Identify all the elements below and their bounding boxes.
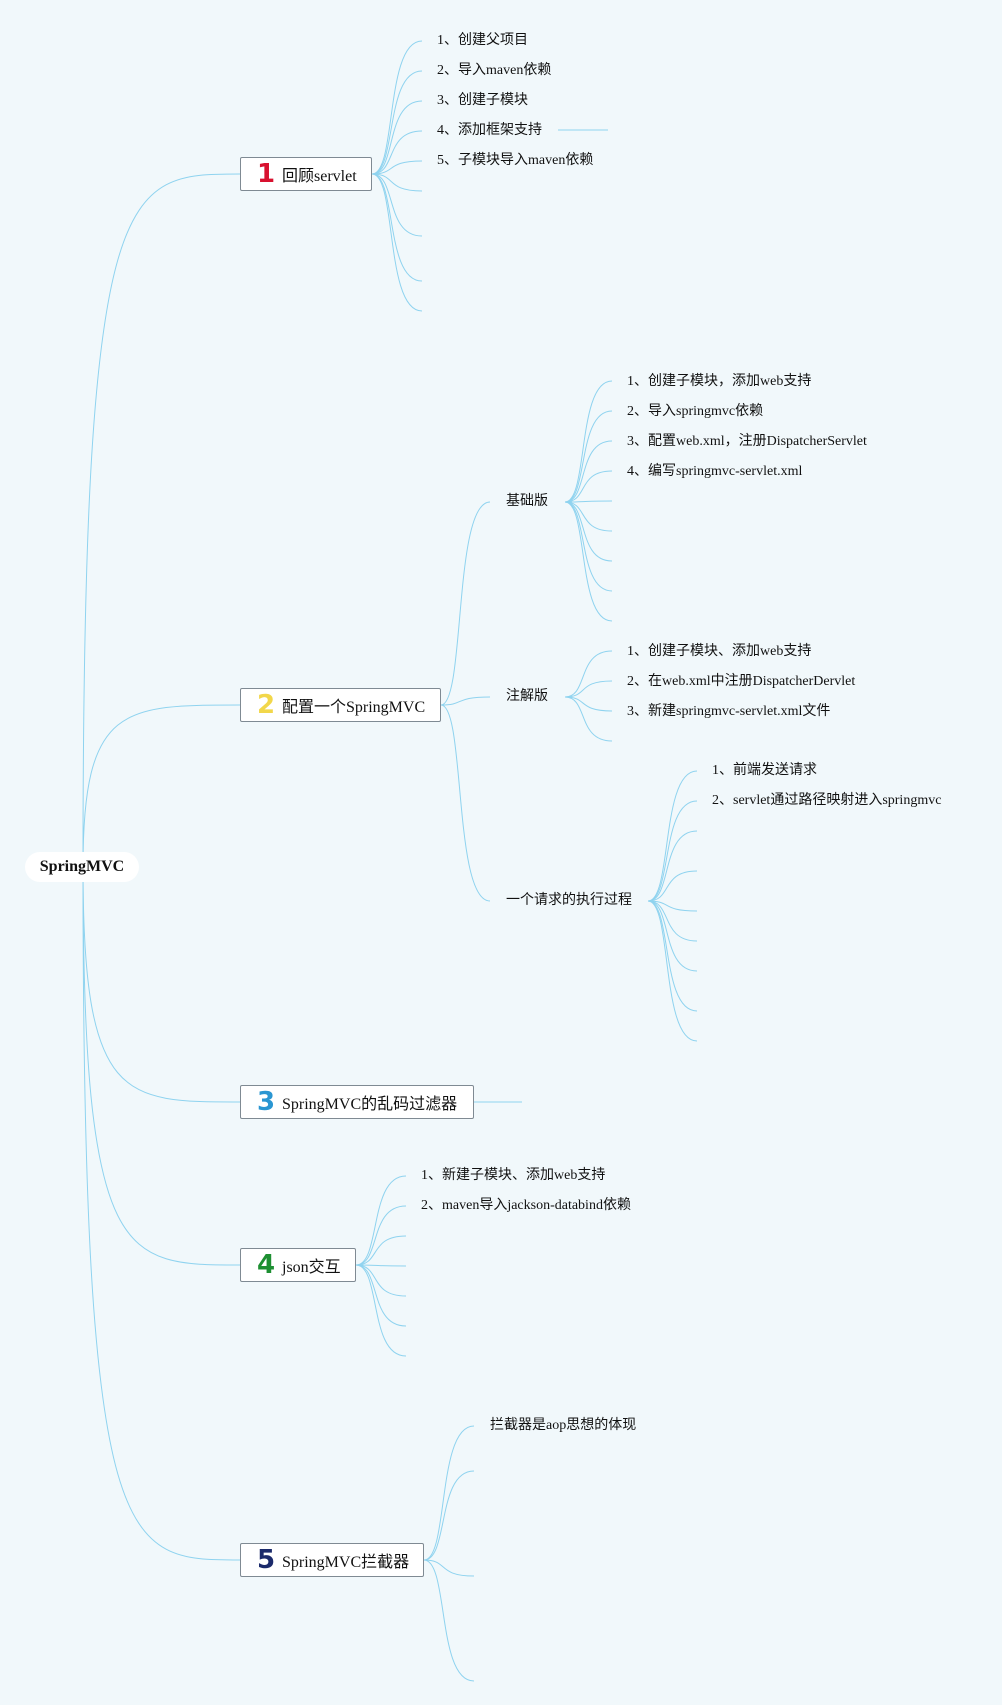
branch-4-connector xyxy=(355,1205,407,1266)
basic-connector xyxy=(564,501,613,592)
branch-4-connector xyxy=(355,1175,407,1266)
root-node[interactable]: SpringMVC xyxy=(25,852,139,882)
basic-item-4[interactable]: 4、编写springmvc-servlet.xml xyxy=(627,464,803,479)
request-flow-connector xyxy=(647,770,698,902)
branch-1-connector xyxy=(371,173,423,312)
request-flow-item-2[interactable]: 2、servlet通过路径映射进入springmvc xyxy=(712,793,942,808)
annotation-item-3[interactable]: 3、新建springmvc-servlet.xml文件 xyxy=(627,704,831,719)
request-flow-connector xyxy=(647,900,698,972)
annotation-connector xyxy=(564,696,613,742)
branch-1-node[interactable]: 1 回顾servlet xyxy=(240,157,372,191)
branch-1-connector xyxy=(371,70,423,175)
sub-topic-basic[interactable]: 基础版 xyxy=(506,494,548,509)
branch-2-node[interactable]: 2 配置一个SpringMVC xyxy=(240,688,441,722)
branch-4-connector xyxy=(355,1235,407,1266)
branch-1-connector xyxy=(371,100,423,175)
branch-5-connector xyxy=(423,1425,475,1561)
basic-connector xyxy=(564,470,613,503)
branch-4-item-2[interactable]: 2、maven导入jackson-databind依赖 xyxy=(421,1198,631,1213)
annotation-connector xyxy=(564,650,613,698)
branch-1-connector xyxy=(371,130,423,175)
branch-1-connector xyxy=(371,173,423,237)
branch-5-label: SpringMVC拦截器 xyxy=(282,1554,410,1571)
branch-1-item-5[interactable]: 5、子模块导入maven依赖 xyxy=(437,153,594,168)
sub-topic-annotation[interactable]: 注解版 xyxy=(506,689,548,704)
request-flow-connector xyxy=(647,900,698,912)
request-flow-connector xyxy=(647,830,698,902)
branch-3-label: SpringMVC的乱码过滤器 xyxy=(282,1096,458,1113)
number-2-icon: 2 xyxy=(257,690,276,720)
branch-4-node[interactable]: 4 json交互 xyxy=(240,1248,356,1282)
branch-4-item-1[interactable]: 1、新建子模块、添加web支持 xyxy=(421,1168,606,1183)
branch-1-connector xyxy=(371,173,423,282)
root-connector-1 xyxy=(82,173,241,868)
basic-connector xyxy=(564,500,613,503)
branch-5-node[interactable]: 5 SpringMVC拦截器 xyxy=(240,1543,424,1577)
branch-2-label: 配置一个SpringMVC xyxy=(282,699,426,716)
branch-1-item-1[interactable]: 1、创建父项目 xyxy=(437,33,528,48)
branch-1-item-4[interactable]: 4、添加框架支持 xyxy=(437,123,542,138)
number-1-icon: 1 xyxy=(257,159,276,189)
number-5-icon: 5 xyxy=(257,1545,276,1575)
basic-connector xyxy=(564,380,613,503)
basic-item-1[interactable]: 1、创建子模块，添加web支持 xyxy=(627,374,812,389)
request-flow-connector xyxy=(647,900,698,1042)
root-connector-3 xyxy=(82,866,241,1103)
branch-1-connector xyxy=(371,173,423,192)
branch-4-connector xyxy=(355,1264,407,1267)
annotation-connector xyxy=(564,680,613,698)
branch-5-connector xyxy=(423,1559,475,1577)
branch-5-connector xyxy=(423,1559,475,1682)
branch-2-connector xyxy=(440,501,491,706)
branch-1-connector xyxy=(371,160,423,175)
annotation-item-1[interactable]: 1、创建子模块、添加web支持 xyxy=(627,644,812,659)
root-connector-4 xyxy=(82,866,241,1266)
branch-5-connector xyxy=(423,1470,475,1561)
basic-item-2[interactable]: 2、导入springmvc依赖 xyxy=(627,404,764,419)
annotation-connector xyxy=(564,696,613,712)
request-flow-item-1[interactable]: 1、前端发送请求 xyxy=(712,763,817,778)
branch-4-connector xyxy=(355,1264,407,1357)
request-flow-connector xyxy=(647,870,698,902)
number-3-icon: 3 xyxy=(257,1087,276,1117)
root-connector-5 xyxy=(82,866,241,1561)
branch-2-connector xyxy=(440,696,491,706)
number-4-icon: 4 xyxy=(257,1250,276,1280)
basic-connector xyxy=(564,410,613,503)
branch-1-item-2[interactable]: 2、导入maven依赖 xyxy=(437,63,552,78)
sub-topic-request-flow[interactable]: 一个请求的执行过程 xyxy=(506,893,632,908)
request-flow-connector xyxy=(647,900,698,1012)
basic-connector xyxy=(564,501,613,562)
basic-connector xyxy=(564,501,613,622)
branch-5-item-1[interactable]: 拦截器是aop思想的体现 xyxy=(490,1418,637,1433)
branch-4-connector xyxy=(355,1264,407,1297)
basic-connector xyxy=(564,440,613,503)
basic-item-3[interactable]: 3、配置web.xml，注册DispatcherServlet xyxy=(627,434,867,449)
branch-3-node[interactable]: 3 SpringMVC的乱码过滤器 xyxy=(240,1085,474,1119)
annotation-item-2[interactable]: 2、在web.xml中注册DispatcherDervlet xyxy=(627,674,856,689)
branch-2-connector xyxy=(440,704,491,902)
branch-1-connector xyxy=(371,40,423,175)
branch-4-connector xyxy=(355,1264,407,1327)
root-connector-2 xyxy=(82,704,241,868)
request-flow-connector xyxy=(647,800,698,902)
basic-connector xyxy=(564,501,613,532)
branch-1-item-3[interactable]: 3、创建子模块 xyxy=(437,93,528,108)
branch-4-label: json交互 xyxy=(282,1259,341,1276)
branch-1-label: 回顾servlet xyxy=(282,168,357,185)
request-flow-connector xyxy=(647,900,698,942)
